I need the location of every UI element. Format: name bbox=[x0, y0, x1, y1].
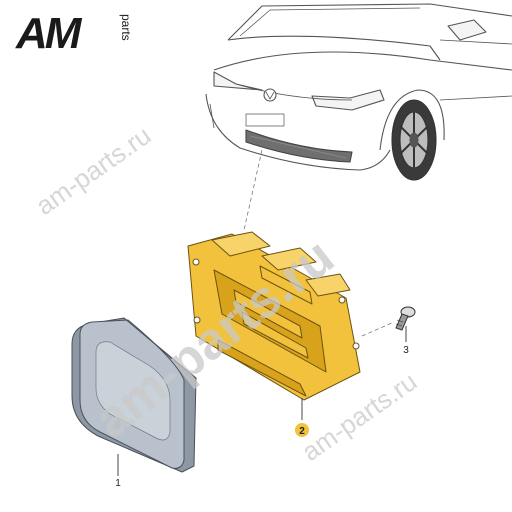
bolt bbox=[395, 306, 416, 331]
callout-1: 1 bbox=[115, 478, 121, 489]
brand-logo-main: AM bbox=[16, 9, 81, 58]
vehicle-illustration bbox=[205, 3, 512, 181]
watermark-1: am-parts.ru bbox=[30, 120, 156, 221]
leader-line-bolt bbox=[361, 321, 395, 337]
callout-2-highlight bbox=[295, 423, 309, 437]
radar-module bbox=[71, 317, 197, 473]
leader-line-vehicle bbox=[243, 149, 263, 231]
mounting-bracket bbox=[187, 231, 361, 401]
brand-logo: AM parts bbox=[16, 12, 146, 56]
callout-2: 2 bbox=[299, 426, 305, 437]
callout-3: 3 bbox=[403, 345, 409, 356]
